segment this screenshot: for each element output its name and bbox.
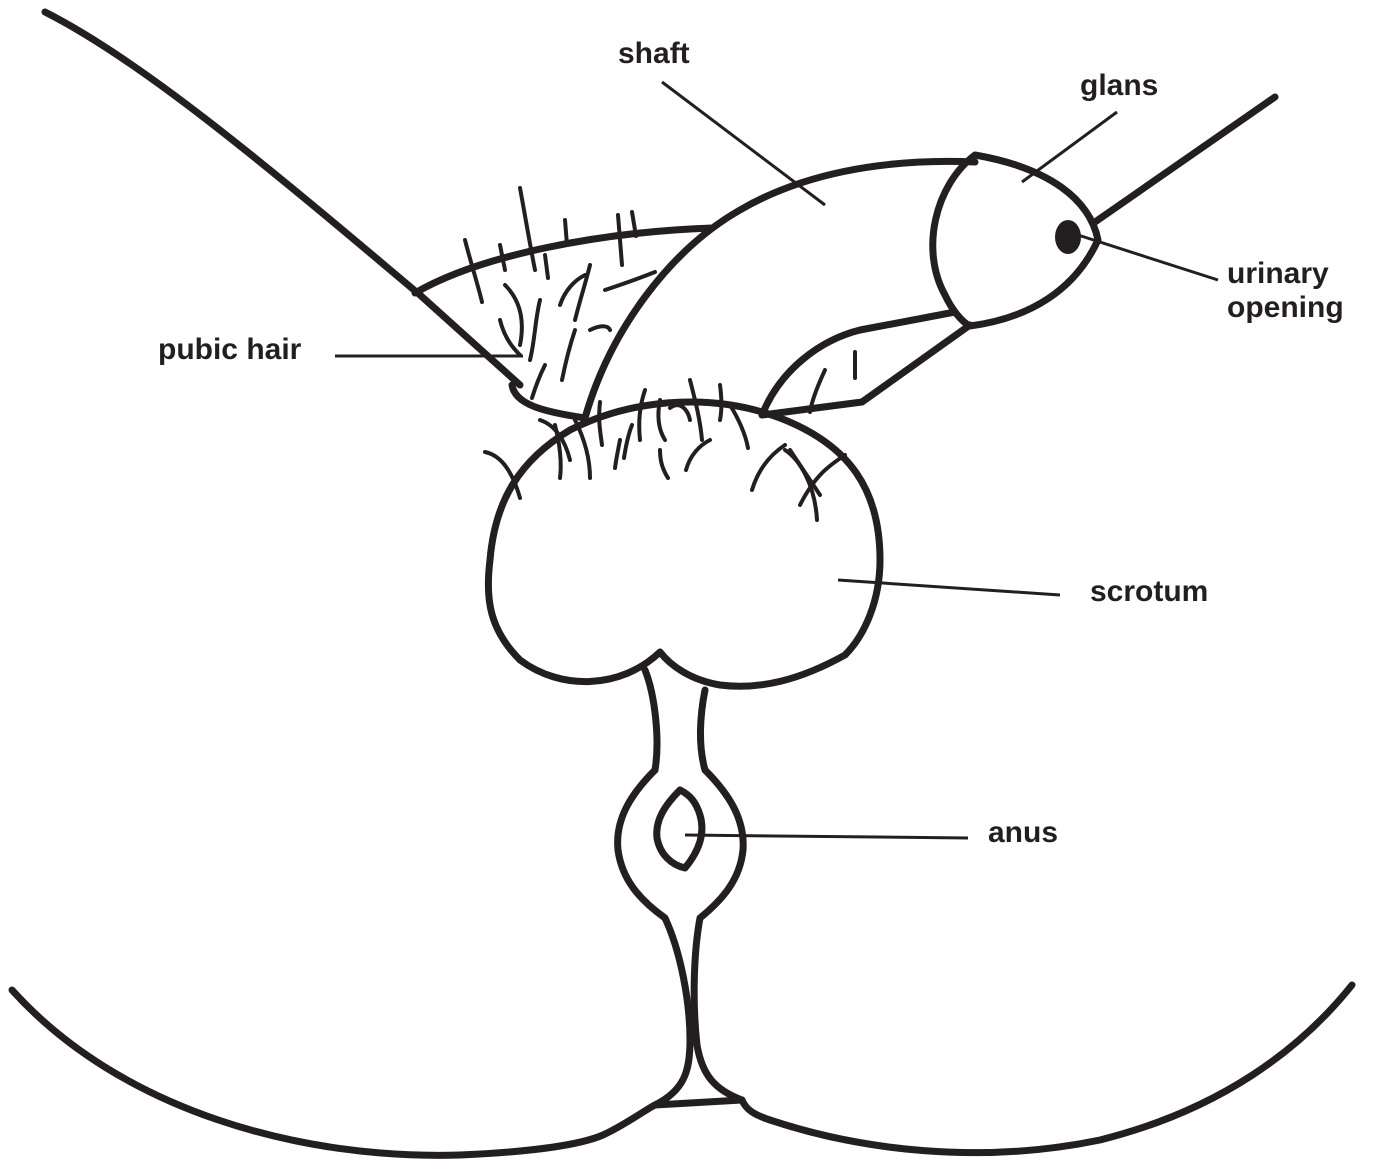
glans-leader: [1022, 112, 1117, 182]
scrotum-label: scrotum: [1090, 575, 1208, 609]
right-buttock-curve: [742, 985, 1352, 1153]
shaft-base: [862, 325, 970, 402]
anus-leader: [685, 835, 968, 838]
anus-label: anus: [988, 816, 1058, 850]
anus-outline: [657, 790, 702, 868]
pubic-hair-label: pubic hair: [158, 333, 301, 367]
perineum-right: [700, 690, 705, 770]
urinary-opening-label: urinary opening: [1227, 257, 1344, 325]
right-hip-line: [1095, 97, 1275, 222]
scrotum-leader: [838, 580, 1060, 595]
left-buttock-curve: [12, 990, 655, 1155]
glans-label: glans: [1080, 69, 1158, 103]
perineum-left: [645, 670, 657, 770]
gluteal-base-line: [655, 1100, 742, 1105]
urinary-opening-leader: [1078, 235, 1218, 280]
urinary-opening-label-line1: urinary: [1227, 257, 1344, 291]
urinary-opening-label-line2: opening: [1227, 291, 1344, 325]
shaft-leader: [662, 82, 825, 205]
pubic-mound-outline: [415, 228, 712, 293]
shaft-label: shaft: [618, 37, 690, 71]
anal-region-outline: [618, 770, 690, 1105]
urinary-opening-dot: [1055, 220, 1081, 254]
scrotum-outline: [488, 402, 880, 686]
pubic-mound-lower: [512, 385, 585, 418]
pubic-hair-strands: [465, 188, 655, 398]
left-hip-line: [45, 12, 520, 385]
